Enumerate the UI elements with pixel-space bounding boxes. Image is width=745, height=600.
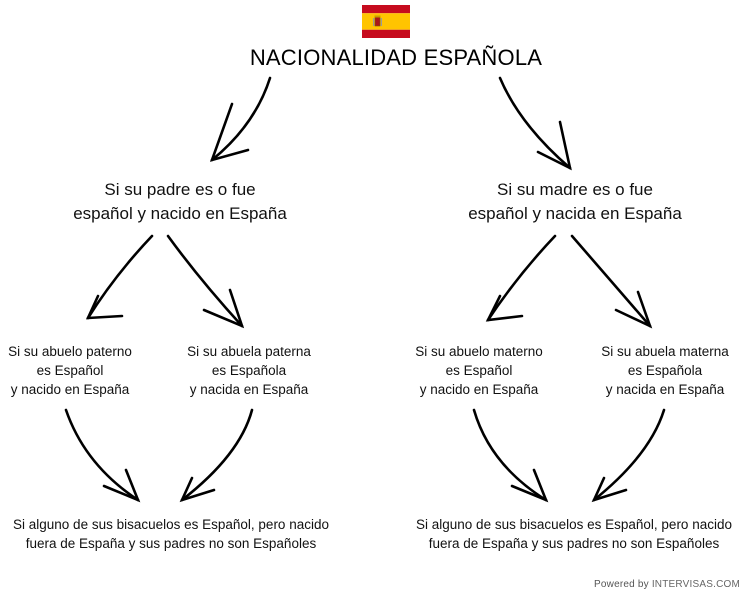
arrow-maternal-grandfather-to-great — [472, 408, 548, 502]
arrow-father-to-grandmother — [166, 234, 244, 328]
node-paternal-grandmother: Si su abuela paterna es Española y nacid… — [187, 344, 311, 397]
arrowhead-mother-to-grandfather — [485, 294, 524, 322]
node-paternal-grandfather: Si su abuelo paterno es Español y nacido… — [8, 344, 132, 397]
arrowhead-maternal-grandfather-to-great — [510, 468, 549, 503]
node-maternal-great-grandparents: Si alguno de sus bisacuelos es Español, … — [416, 517, 732, 551]
arrow-title-to-mother — [498, 76, 572, 170]
arrowhead-paternal-grandfather-to-great — [102, 468, 141, 503]
arrowhead-father-to-grandmother — [202, 288, 245, 329]
node-maternal-grandfather: Si su abuelo materno es Español y nacido… — [415, 344, 543, 397]
spain-flag-icon — [362, 5, 410, 38]
node-mother: Si su madre es o fue español y nacida en… — [468, 180, 682, 223]
arrowhead-mother-to-grandmother — [614, 290, 653, 329]
arrowhead-title-to-mother — [536, 120, 572, 171]
arrow-father-to-grandfather — [86, 234, 154, 320]
footer-prefix: Powered by — [594, 579, 652, 590]
arrowhead-paternal-grandmother-to-great — [179, 476, 216, 503]
arrow-paternal-grandmother-to-great — [180, 408, 254, 502]
page-title: NACIONALIDAD ESPAÑOLA — [249, 45, 543, 70]
footer-brand: INTERVISAS.COM — [651, 579, 740, 590]
arrow-title-to-father — [210, 76, 272, 162]
coat-of-arms-icon — [373, 15, 382, 27]
arrowhead-maternal-grandmother-to-great — [591, 476, 628, 503]
footer-credit: Powered by INTERVISAS.COM — [594, 579, 740, 590]
arrow-paternal-grandfather-to-great — [64, 408, 140, 502]
arrow-maternal-grandmother-to-great — [592, 408, 666, 502]
arrow-mother-to-grandfather — [486, 234, 557, 322]
arrowhead-father-to-grandfather — [85, 294, 124, 320]
arrowhead-title-to-father — [209, 102, 250, 162]
node-maternal-grandmother: Si su abuela materna es Española y nacid… — [601, 344, 729, 397]
arrow-mother-to-grandmother — [570, 234, 652, 328]
node-paternal-great-grandparents: Si alguno de sus bisacuelos es Español, … — [13, 517, 329, 551]
node-father: Si su padre es o fue español y nacido en… — [73, 180, 287, 223]
